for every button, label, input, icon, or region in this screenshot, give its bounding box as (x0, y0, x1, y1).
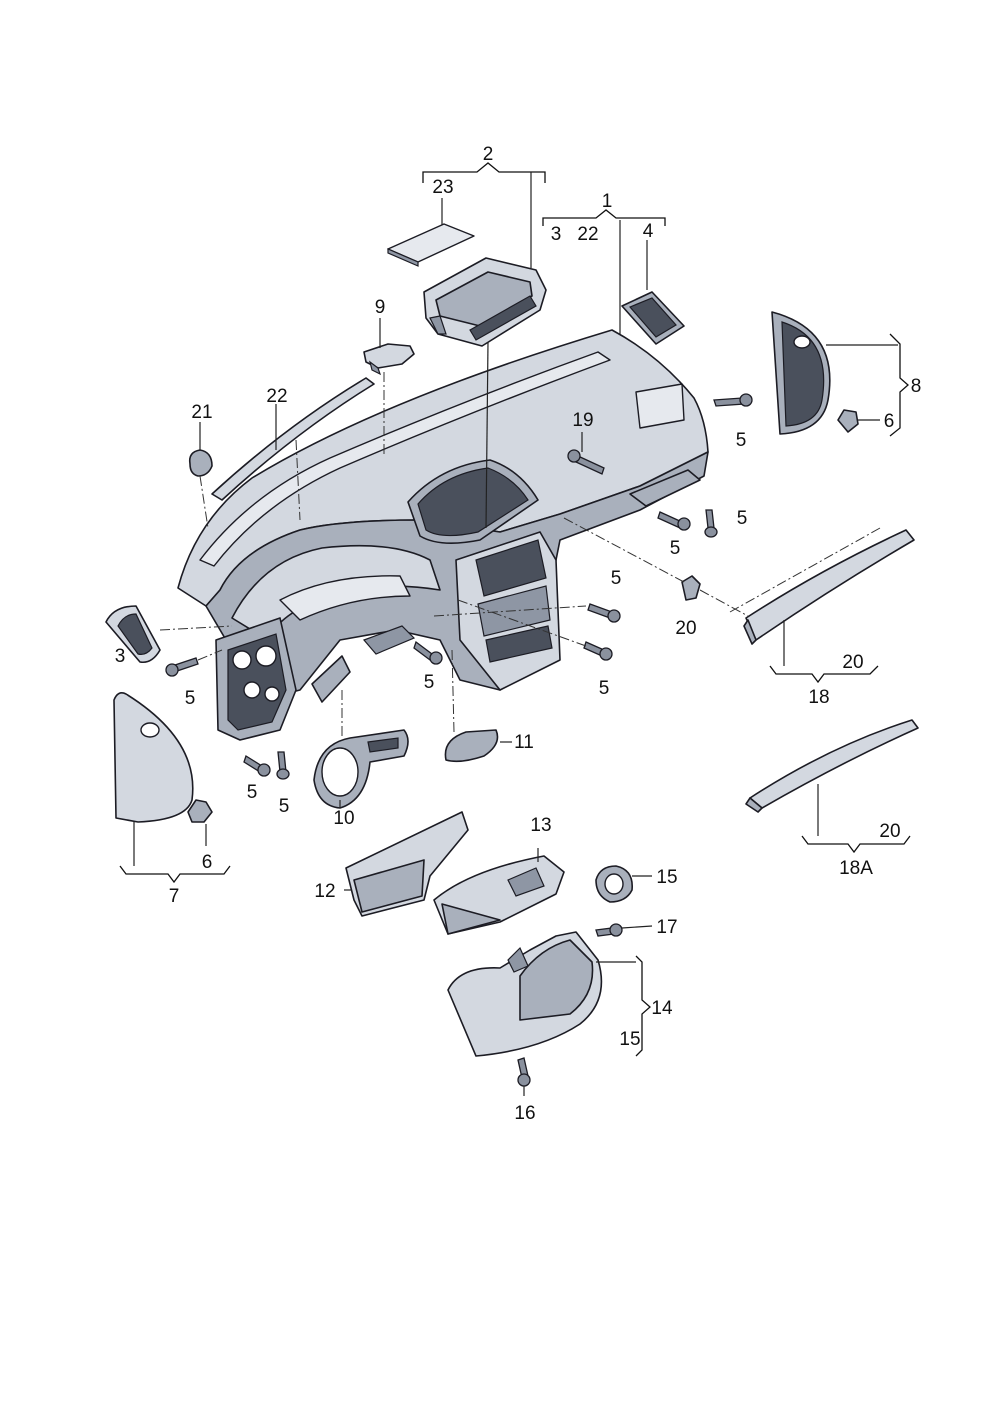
callout-5-left-b: 5 (247, 782, 258, 803)
callout-18: 18 (808, 687, 829, 708)
leader-lines (133, 318, 881, 1096)
callout-5-left-c: 5 (279, 796, 290, 817)
part-23-cover-pad (387, 223, 475, 267)
bracket-group-2 (422, 162, 546, 268)
callout-20-18: 20 (842, 652, 863, 673)
screw-5-right-mid-a (657, 511, 691, 531)
bracket-group-7 (119, 865, 231, 884)
screw-19 (567, 449, 605, 475)
callout-9: 9 (375, 297, 386, 318)
callout-20-clip: 20 (675, 618, 696, 639)
callout-3: 3 (115, 646, 126, 667)
part-1-dashboard-panel (177, 329, 709, 741)
callout-3-group: 3 (551, 224, 562, 245)
part-7-left-end-cap (113, 692, 194, 823)
screw-5-right-mid-b (704, 509, 718, 538)
callout-21: 21 (191, 402, 212, 423)
callout-5-center-c: 5 (424, 672, 435, 693)
callout-2: 2 (483, 144, 494, 165)
screw-5-center-a (587, 603, 621, 623)
callout-14: 14 (651, 998, 673, 1019)
callout-20-18a: 20 (879, 821, 900, 842)
callout-7: 7 (169, 886, 180, 907)
screw-5-right-top (713, 393, 753, 407)
part-22-defrost-strip (211, 377, 375, 501)
callout-5-right-top: 5 (736, 430, 747, 451)
part-12-lower-trim (345, 811, 469, 917)
callout-8: 8 (911, 376, 922, 397)
callout-17: 17 (656, 917, 677, 938)
callout-6-left: 6 (202, 852, 213, 873)
part-6-clip-right (837, 409, 859, 433)
part-10-cluster-trim (313, 729, 409, 809)
callout-5-left-a: 5 (185, 688, 196, 709)
callout-5-right-mid-b: 5 (737, 508, 748, 529)
callout-13: 13 (530, 815, 551, 836)
screw-5-left-a (165, 657, 199, 677)
screw-5-left-c (276, 751, 290, 780)
callout-23: 23 (432, 177, 453, 198)
callout-16: 16 (514, 1103, 535, 1124)
screw-17 (595, 923, 623, 937)
bracket-group-18a (801, 835, 911, 854)
part-20-clip (681, 575, 701, 601)
part-14-column-cover-lower (447, 931, 603, 1057)
callout-15-ring: 15 (656, 867, 677, 888)
part-18a-side-trim (745, 719, 919, 813)
screw-5-center-b (583, 641, 613, 661)
callout-5-right-mid-a: 5 (670, 538, 681, 559)
callout-19: 19 (572, 410, 593, 431)
part-2-center-vent (423, 257, 547, 347)
callout-5-center-b: 5 (599, 678, 610, 699)
callout-22: 22 (266, 386, 287, 407)
callout-labels: 2 23 1 3 22 4 9 21 22 8 6 5 19 5 5 5 20 … (115, 144, 922, 1124)
part-18-side-trim (743, 529, 915, 645)
screw-16 (517, 1057, 531, 1087)
part-15-switch-ring (595, 865, 633, 903)
callout-6-right: 6 (884, 411, 895, 432)
callout-15-group: 15 (619, 1029, 640, 1050)
callout-5-center-a: 5 (611, 568, 622, 589)
part-11-trim-cap (444, 729, 499, 763)
part-9-sensor-cover (363, 343, 415, 376)
screw-5-left-b (243, 755, 271, 777)
part-8-right-end-cap (771, 311, 831, 435)
part-13-column-cover-upper (433, 855, 565, 935)
callout-11: 11 (514, 732, 534, 753)
callout-1: 1 (602, 191, 613, 212)
bracket-group-8 (826, 333, 909, 437)
bracket-group-14 (635, 955, 651, 1057)
callout-18a: 18A (839, 858, 873, 879)
part-4-right-grille (621, 291, 685, 345)
part-3-left-vent (105, 605, 161, 664)
part-6-clip-left (187, 799, 213, 823)
callout-12: 12 (314, 881, 335, 902)
bracket-group-18 (769, 665, 879, 684)
callout-10: 10 (333, 808, 354, 829)
callout-4: 4 (643, 221, 654, 242)
bracket-group-1 (542, 209, 666, 338)
screw-5-center-c (413, 640, 443, 665)
part-21-cap (188, 449, 213, 477)
callout-22-group: 22 (577, 224, 598, 245)
